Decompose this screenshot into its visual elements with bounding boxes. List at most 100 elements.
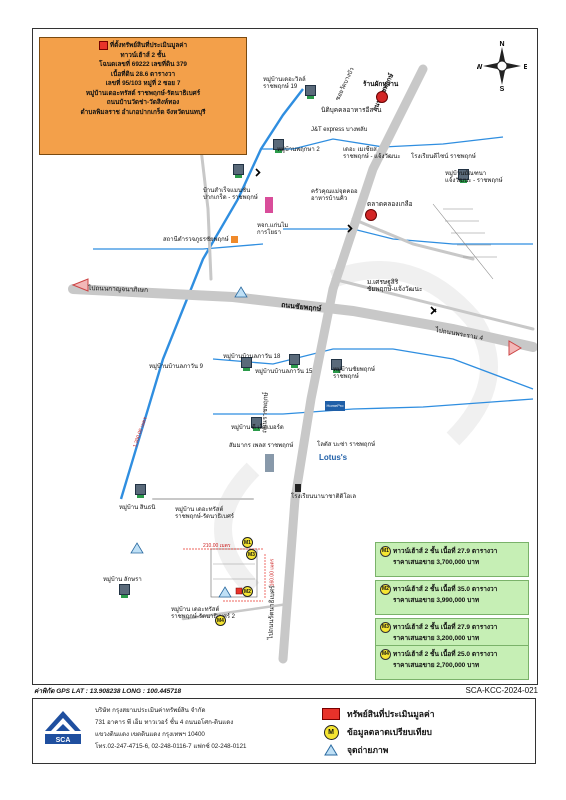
house-icon [233, 164, 244, 178]
watermark [214, 261, 498, 596]
place-label: หมู่บ้าน ดี เอ็มเมอร์ด [231, 425, 284, 431]
comparable-badge: M3 [380, 622, 391, 633]
place-label: หมู่บ้าน ลักษรา [103, 577, 142, 583]
legend-subject: ทรัพย์สินที่ประเมินมูลค่า [321, 705, 434, 723]
legend-comparable: M ข้อมูลตลาดเปรียบเทียบ [321, 723, 434, 741]
market-icon [365, 209, 377, 221]
map-canvas [68, 64, 537, 664]
comparable-price: ราคาเสนอขาย 2,700,000 บาท [393, 662, 480, 670]
comparable-badge: M2 [380, 584, 391, 595]
place-label: ครัวคุณแม่จุดคออ อาหารบ้านคิว [311, 189, 358, 202]
restaurant-icon [376, 91, 388, 103]
map-sheet: ที่ตั้งทรัพย์สินที่ประเมินมูลค่า ทาวน์เฮ… [32, 28, 538, 685]
gps-coordinates: ค่าพิกัด GPS LAT : 13.908238 LONG : 100.… [34, 688, 182, 695]
legend-comparable-label: ข้อมูลตลาดเปรียบเทียบ [347, 727, 432, 737]
road-chaiyaphruek [68, 284, 537, 352]
info-land-area: เนื้อที่ดิน 28.6 ตารางวา [110, 70, 176, 78]
place-label: หมู่บ้านมัณฑนา แจ้งวัฒนะ - ราชพฤกษ์ [445, 171, 503, 184]
distance-160: 160.00 เมตร [269, 558, 276, 587]
legend: ทรัพย์สินที่ประเมินมูลค่า M ข้อมูลตลาดเป… [321, 705, 434, 759]
subject-info-box: ที่ตั้งทรัพย์สินที่ประเมินมูลค่า ทาวน์เฮ… [39, 37, 247, 155]
company-address-2: แขวงดินแดง เขตดินแดง กรุงเทพฯ 10400 [95, 731, 205, 738]
compass-n: N [499, 41, 504, 48]
lanes [432, 203, 497, 280]
comparable-desc: ทาวน์เฮ้าส์ 2 ชั้น เนื้อที่ 35.0 ตารางวา [393, 586, 498, 594]
place-label: หมู่บ้านชัยพฤกษ์ ราชพฤกษ์ [333, 367, 375, 380]
place-label: หมู่บ้านบ้านลภาวัน 15 [255, 369, 313, 375]
place-label: โลตัส บะซ่า ราชพฤกษ์ [317, 442, 376, 448]
comparable-badge: M1 [380, 546, 391, 557]
marker-m4[interactable]: M4 [215, 615, 226, 626]
place-label: บ้านสำเร็จแมนชั่น ปากเกร็ด - ราชพฤกษ์ [203, 188, 258, 201]
place-label: ร้านผักหวาน [363, 81, 399, 88]
homepro-logo: HomePro [325, 401, 345, 411]
comparable-desc: ทาวน์เฮ้าส์ 2 ชั้น เนื้อที่ 27.9 ตารางวา [393, 624, 498, 632]
place-label: หมู่บ้าน เดอะทรัสต์ ราชพฤกษ์-รัตนาธิเบศร… [171, 607, 235, 620]
police-icon [231, 236, 238, 243]
place-label: สัมมากร เพลส ราชพฤกษ์ [229, 443, 294, 449]
company-address-1: 731 อาคาร พี เอ็ม ทาวเวอร์ ชั้น 4 ถนนอโศ… [95, 719, 234, 726]
info-district: ตำบลพิมลราช อำเภอปากเกร็ด จังหวัดนนทบุรี [80, 108, 206, 116]
arrow-west [71, 278, 89, 292]
roads [68, 64, 537, 664]
place-label: โรงเรียนนานาชาติดิโอเล [291, 494, 356, 500]
compass-w: W [477, 64, 483, 71]
comparable-price: ราคาเสนอขาย 3,700,000 บาท [393, 559, 480, 567]
compass-s: S [500, 86, 505, 91]
place-label: หมู่บ้านพฤกษา 2 [277, 147, 320, 153]
road-arrows [71, 278, 522, 356]
place-label: หมู่บ้านบ้านลภาวัน 18 [223, 354, 281, 360]
place-label: สถานีตำรวจภูธรชัยพฤกษ์ [163, 237, 229, 243]
house-icon [135, 484, 146, 498]
footer: SCA บริษัท กรุงสยามประเมินค่าทรัพย์สิน จ… [32, 698, 536, 764]
canals [93, 88, 534, 500]
company-name: บริษัท กรุงสยามประเมินค่าทรัพย์สิน จำกัด [95, 707, 206, 714]
place-label: ม.เศรษฐสิริ ชัยพฤกษ์-แจ้งวัฒนะ [367, 279, 423, 293]
info-property-type: ทาวน์เฮ้าส์ 2 ชั้น [120, 51, 166, 59]
company-info: บริษัท กรุงสยามประเมินค่าทรัพย์สิน จำกัด… [95, 705, 246, 753]
company-logo-icon: SCA [43, 707, 83, 749]
house-icon [119, 584, 130, 598]
photo-points [130, 286, 248, 598]
legend-photo: จุดถ่ายภาพ [321, 741, 434, 759]
info-project: หมู่บ้านเดอะทรัสต์ ราชพฤกษ์-รัตนาธิเบศร์ [85, 89, 201, 97]
compass-e: E [524, 64, 527, 71]
legend-photo-label: จุดถ่ายภาพ [347, 745, 389, 755]
place-label: หจก.แก่นไม การโยธา [257, 223, 289, 236]
place-label: หมู่บ้านเดอะวิลล์ ราชพฤกษ์ 19 [263, 77, 306, 90]
info-title-deed: โฉนดเลขที่ 69222 เลขที่ดิน 379 [99, 61, 187, 69]
compass-icon: N S E W [477, 41, 527, 91]
road-rachaphruek [278, 64, 428, 664]
info-road: ถนนบ้านวัดช่า-วัดสิงห์ทอง [106, 99, 180, 107]
reference-code: SCA-KCC-2024-021 [465, 686, 538, 695]
comparable-price: ราคาเสนอขาย 3,200,000 บาท [393, 635, 480, 643]
logo-text: SCA [56, 737, 71, 744]
place-label: โรงเรียนดีไซน์ ราชพฤกษ์ [411, 154, 476, 160]
comparable-symbol-icon: M [323, 724, 339, 740]
house-icon [289, 354, 300, 368]
house-icon [331, 359, 342, 373]
distance-210: 210.00 เมตร [203, 543, 231, 549]
lotus-logo: Lotus's [319, 453, 348, 462]
place-label: หมู่บ้านบ้านลภาวัน 9 [149, 364, 203, 370]
house-icon [273, 139, 284, 153]
marker-m1[interactable]: M1 [242, 537, 253, 548]
info-title: ที่ตั้งทรัพย์สินที่ประเมินมูลค่า [109, 42, 188, 50]
legend-subject-label: ทรัพย์สินที่ประเมินมูลค่า [347, 709, 435, 719]
comparable-price: ราคาเสนอขาย 3,990,000 บาท [393, 597, 480, 605]
place-label: เดอะ เมเซียส ราชพฤกษ์ - แจ้งวัฒนะ [343, 147, 401, 160]
house-icon [458, 169, 469, 183]
marker-m3[interactable]: M3 [246, 549, 257, 560]
company-phone: โทร.02-247-4715-6, 02-248-0116-7 แฟกซ์ 0… [95, 743, 247, 750]
subject-swatch-icon [322, 708, 340, 720]
shop-icon [265, 197, 273, 213]
marker-m2[interactable]: M2 [242, 586, 253, 597]
place-label: J&T express บางพลับ [311, 127, 368, 133]
comparable-badge: M4 [380, 649, 391, 660]
place-label: หมู่บ้าน สินธนิ [119, 505, 156, 511]
intersections [255, 168, 437, 315]
building-icon [265, 454, 274, 472]
place-label: ตลาดคลองเกลือ [367, 201, 413, 208]
